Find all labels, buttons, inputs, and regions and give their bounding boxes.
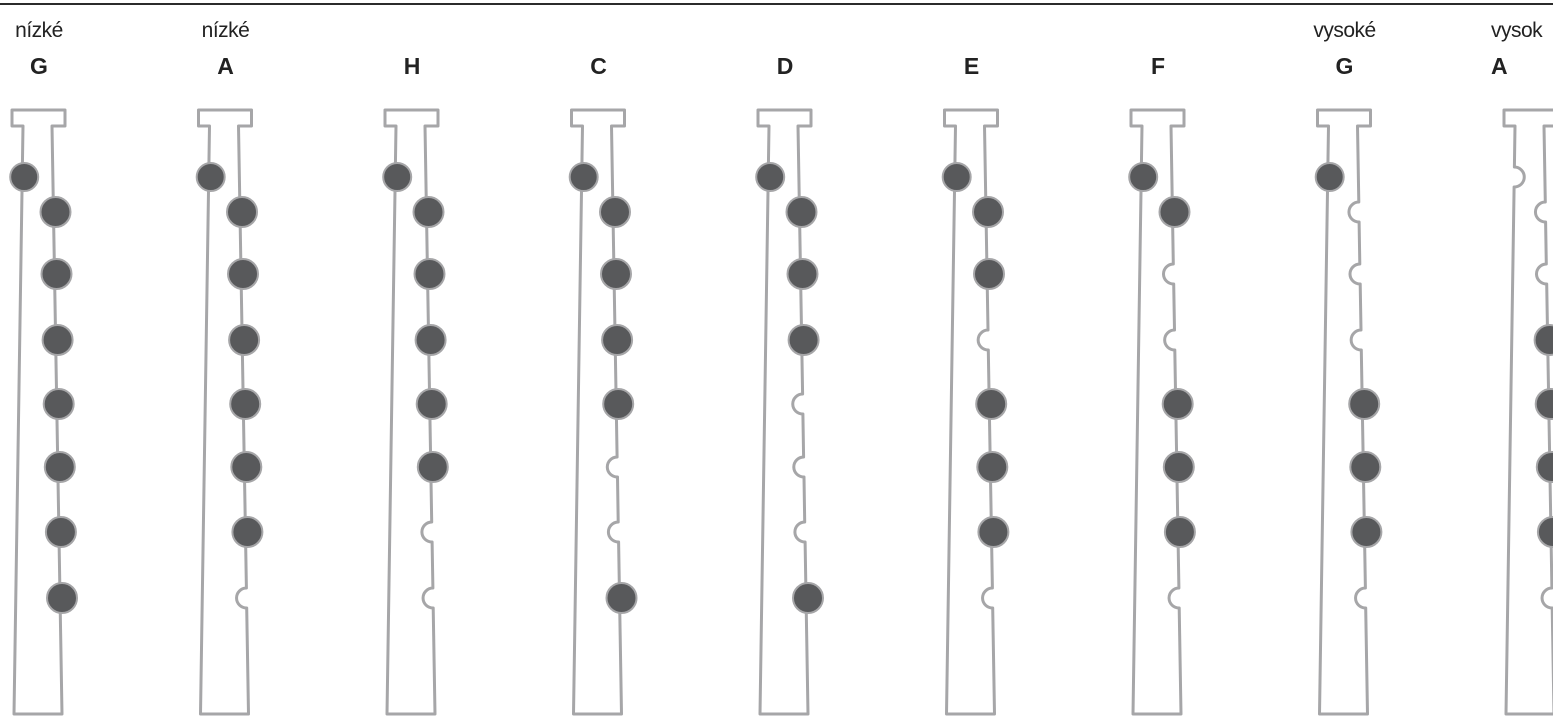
recorder-body (570, 108, 626, 716)
finger-hole-closed-4 (1348, 388, 1381, 420)
recorder-body (1129, 108, 1186, 716)
recorder-6 (941, 108, 1010, 716)
finger-hole-closed-1 (972, 196, 1004, 228)
finger-hole-closed-6 (1350, 516, 1383, 548)
finger-hole-closed-1 (785, 196, 818, 228)
note-name: D (776, 53, 794, 79)
finger-hole-closed-4 (415, 388, 448, 420)
note-name: E (963, 53, 980, 79)
note-label-3: H (372, 18, 452, 82)
finger-hole-closed-4 (42, 388, 75, 420)
finger-hole-closed-1 (599, 196, 631, 228)
finger-hole-closed-3 (787, 324, 820, 356)
note-qualifier: vysoké (1313, 19, 1376, 42)
note-qualifier (1118, 18, 1198, 44)
thumb-hole-closed (382, 162, 413, 192)
finger-hole-closed-5 (1349, 451, 1382, 483)
note-name: F (1150, 53, 1166, 79)
note-name: G (1335, 53, 1354, 79)
note-qualifier (372, 18, 452, 44)
recorder-body (756, 108, 813, 716)
thumb-hole-closed (755, 162, 786, 192)
note-label-7: F (1118, 18, 1198, 82)
note-qualifier: nízké (201, 19, 250, 42)
finger-hole-closed-3 (601, 324, 634, 356)
finger-hole-closed-2 (973, 258, 1005, 290)
recorder-3 (382, 108, 449, 716)
recorder-body (383, 108, 440, 716)
recorder-7 (1128, 108, 1196, 716)
note-label-5: D (745, 18, 825, 82)
finger-hole-closed-6 (44, 516, 77, 548)
recorder-5 (755, 108, 824, 716)
note-name: H (403, 53, 421, 79)
finger-hole-closed-2 (413, 258, 446, 290)
finger-hole-closed-5 (230, 451, 263, 483)
thumb-hole-closed (941, 162, 972, 192)
recorder-4 (568, 108, 638, 716)
recorder-body (1316, 108, 1372, 716)
finger-hole-closed-4 (975, 388, 1008, 420)
recorder-body (10, 108, 67, 716)
finger-hole-closed-6 (231, 516, 264, 548)
finger-hole-closed-7 (46, 582, 78, 614)
finger-hole-closed-3 (414, 324, 447, 356)
finger-hole-closed-5 (43, 451, 76, 483)
finger-hole-closed-7 (605, 582, 638, 614)
note-name: G (30, 53, 48, 79)
recorder-body (1502, 108, 1553, 716)
note-qualifier: vysok (1491, 19, 1543, 42)
finger-hole-closed-5 (976, 451, 1009, 483)
finger-hole-closed-1 (39, 196, 72, 228)
thumb-hole-closed (1128, 162, 1159, 192)
finger-hole-closed-2 (786, 258, 819, 290)
recorder-8 (1314, 108, 1383, 716)
recorder-body (943, 108, 999, 716)
top-rule (0, 3, 1553, 5)
finger-hole-closed-3 (1533, 324, 1553, 356)
finger-hole-closed-4 (1534, 388, 1553, 420)
finger-hole-closed-5 (416, 451, 449, 483)
finger-hole-closed-7 (792, 582, 824, 614)
finger-hole-closed-3 (228, 324, 261, 356)
thumb-hole-closed (195, 162, 226, 192)
finger-hole-closed-5 (1162, 451, 1195, 483)
note-qualifier (745, 18, 825, 44)
note-qualifier (932, 18, 1012, 44)
note-name: C (590, 53, 607, 79)
note-qualifier: nízké (15, 19, 63, 42)
finger-hole-closed-2 (227, 258, 259, 290)
thumb-hole-closed (9, 162, 40, 192)
thumb-hole-closed (568, 162, 599, 192)
recorder-1 (9, 108, 78, 716)
finger-hole-closed-4 (229, 388, 262, 420)
finger-hole-closed-1 (226, 196, 258, 228)
finger-hole-closed-6 (1536, 516, 1553, 548)
recorder-9 (1502, 108, 1553, 716)
finger-hole-closed-1 (412, 196, 445, 228)
finger-hole-closed-3 (41, 324, 74, 356)
note-label-6: E (932, 18, 1012, 82)
recorder-2 (195, 108, 264, 716)
finger-hole-closed-6 (1163, 516, 1196, 548)
note-qualifier (559, 18, 639, 44)
note-name: A (1491, 53, 1508, 79)
finger-hole-closed-5 (1535, 451, 1553, 483)
finger-hole-closed-4 (602, 388, 635, 420)
recorder-body (197, 108, 253, 716)
finger-hole-closed-2 (600, 258, 632, 290)
finger-hole-closed-6 (977, 516, 1010, 548)
note-name: A (217, 53, 234, 79)
finger-hole-closed-2 (40, 258, 73, 290)
note-label-4: C (559, 18, 639, 82)
finger-hole-closed-1 (1158, 196, 1191, 228)
finger-hole-closed-4 (1161, 388, 1194, 420)
thumb-hole-closed (1314, 162, 1345, 192)
